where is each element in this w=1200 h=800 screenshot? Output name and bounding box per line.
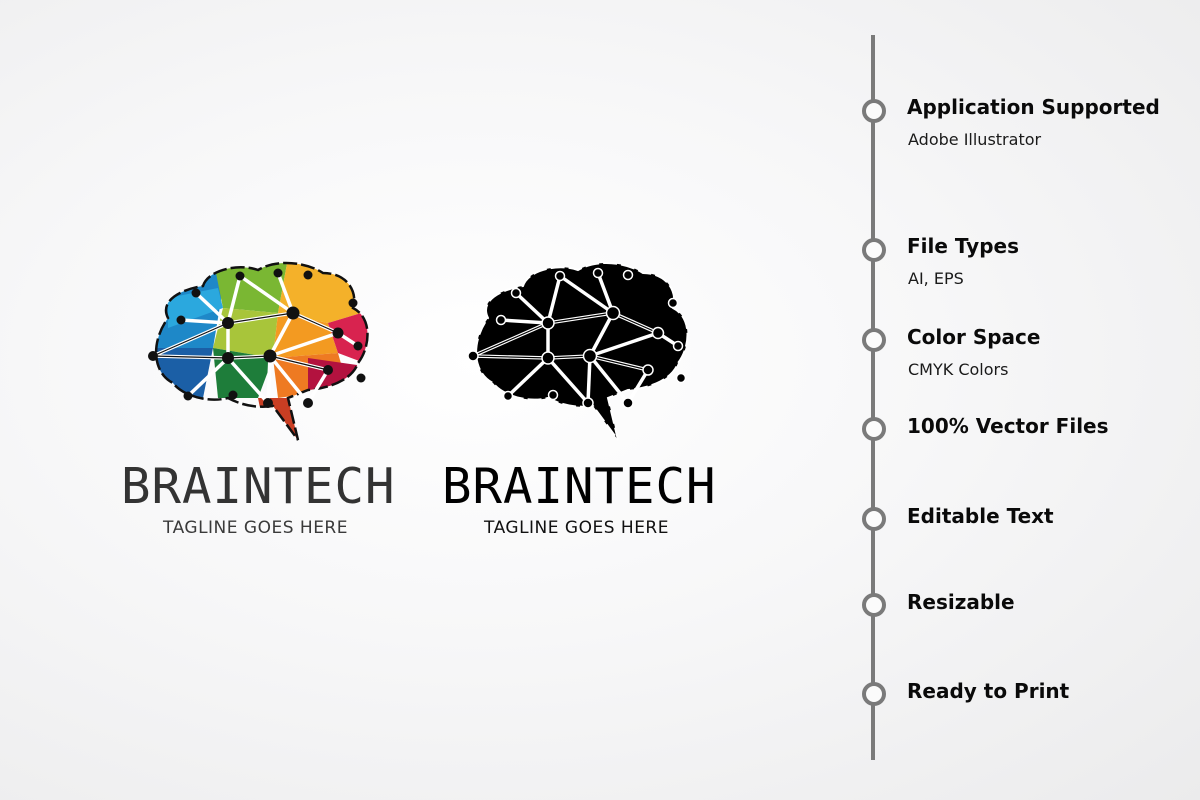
brain-network-icon-color xyxy=(148,261,369,441)
timeline-node-icon xyxy=(862,238,886,262)
tagline: TAGLINE GOES HERE xyxy=(163,518,348,538)
timeline-node-icon xyxy=(862,682,886,706)
feature-title-resizable: Resizable xyxy=(907,590,1015,614)
timeline-node-icon xyxy=(862,507,886,531)
timeline-node-icon xyxy=(862,328,886,352)
feature-title-application: Application Supported xyxy=(907,95,1160,119)
feature-subtitle-application: Adobe Illustrator xyxy=(908,130,1042,149)
feature-title-color-space: Color Space xyxy=(907,325,1041,349)
timeline-node-icon xyxy=(862,417,886,441)
feature-subtitle-color-space: CMYK Colors xyxy=(908,360,1009,379)
feature-title-ready-to-print: Ready to Print xyxy=(907,679,1070,703)
tagline: TAGLINE GOES HERE xyxy=(484,518,669,538)
timeline-node-icon xyxy=(862,99,886,123)
feature-title-vector: 100% Vector Files xyxy=(907,414,1109,438)
brand-name: BRAINTECH xyxy=(121,458,396,515)
timeline-line xyxy=(871,35,875,760)
brain-network-icon-black xyxy=(468,262,689,441)
feature-title-editable-text: Editable Text xyxy=(907,504,1054,528)
brand-name: BRAINTECH xyxy=(442,458,717,515)
feature-title-file-types: File Types xyxy=(907,234,1019,258)
timeline-node-icon xyxy=(862,593,886,617)
feature-subtitle-file-types: AI, EPS xyxy=(908,269,964,288)
